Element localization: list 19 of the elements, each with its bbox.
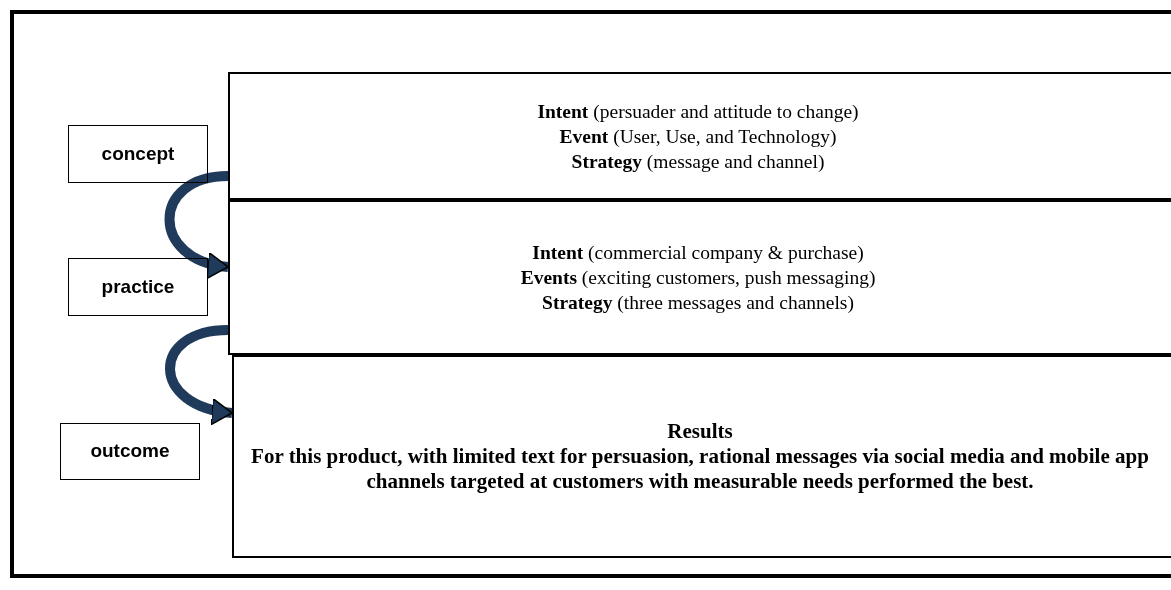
stage-label: practice xyxy=(101,274,175,299)
content-text: Strategy (message and channel) xyxy=(571,149,825,174)
content-text: Event (User, Use, and Technology) xyxy=(559,124,837,149)
stage-box xyxy=(68,125,208,183)
content-text: Events (exciting customers, push messaging) xyxy=(520,266,876,290)
content-box xyxy=(228,200,1171,355)
curved-arrow xyxy=(164,171,229,278)
stage-box xyxy=(68,258,208,316)
content-text: For this product, with limited text for persuasion, rational messages via social media and mobile app channels targeted at customers with measurable needs performed the best. xyxy=(250,444,1150,494)
content-text: Intent (commercial company & purchase) xyxy=(532,241,864,265)
result-heading: Results xyxy=(667,419,733,444)
stage-label: concept xyxy=(101,141,175,166)
stage-box xyxy=(60,423,200,480)
content-box xyxy=(232,355,1171,558)
stage-label: outcome xyxy=(90,439,170,464)
content-text: Strategy (three messages and channels) xyxy=(542,291,854,315)
content-text: Intent (persuader and attitude to change) xyxy=(537,99,859,124)
curved-arrow xyxy=(165,325,233,424)
content-box xyxy=(228,72,1171,200)
